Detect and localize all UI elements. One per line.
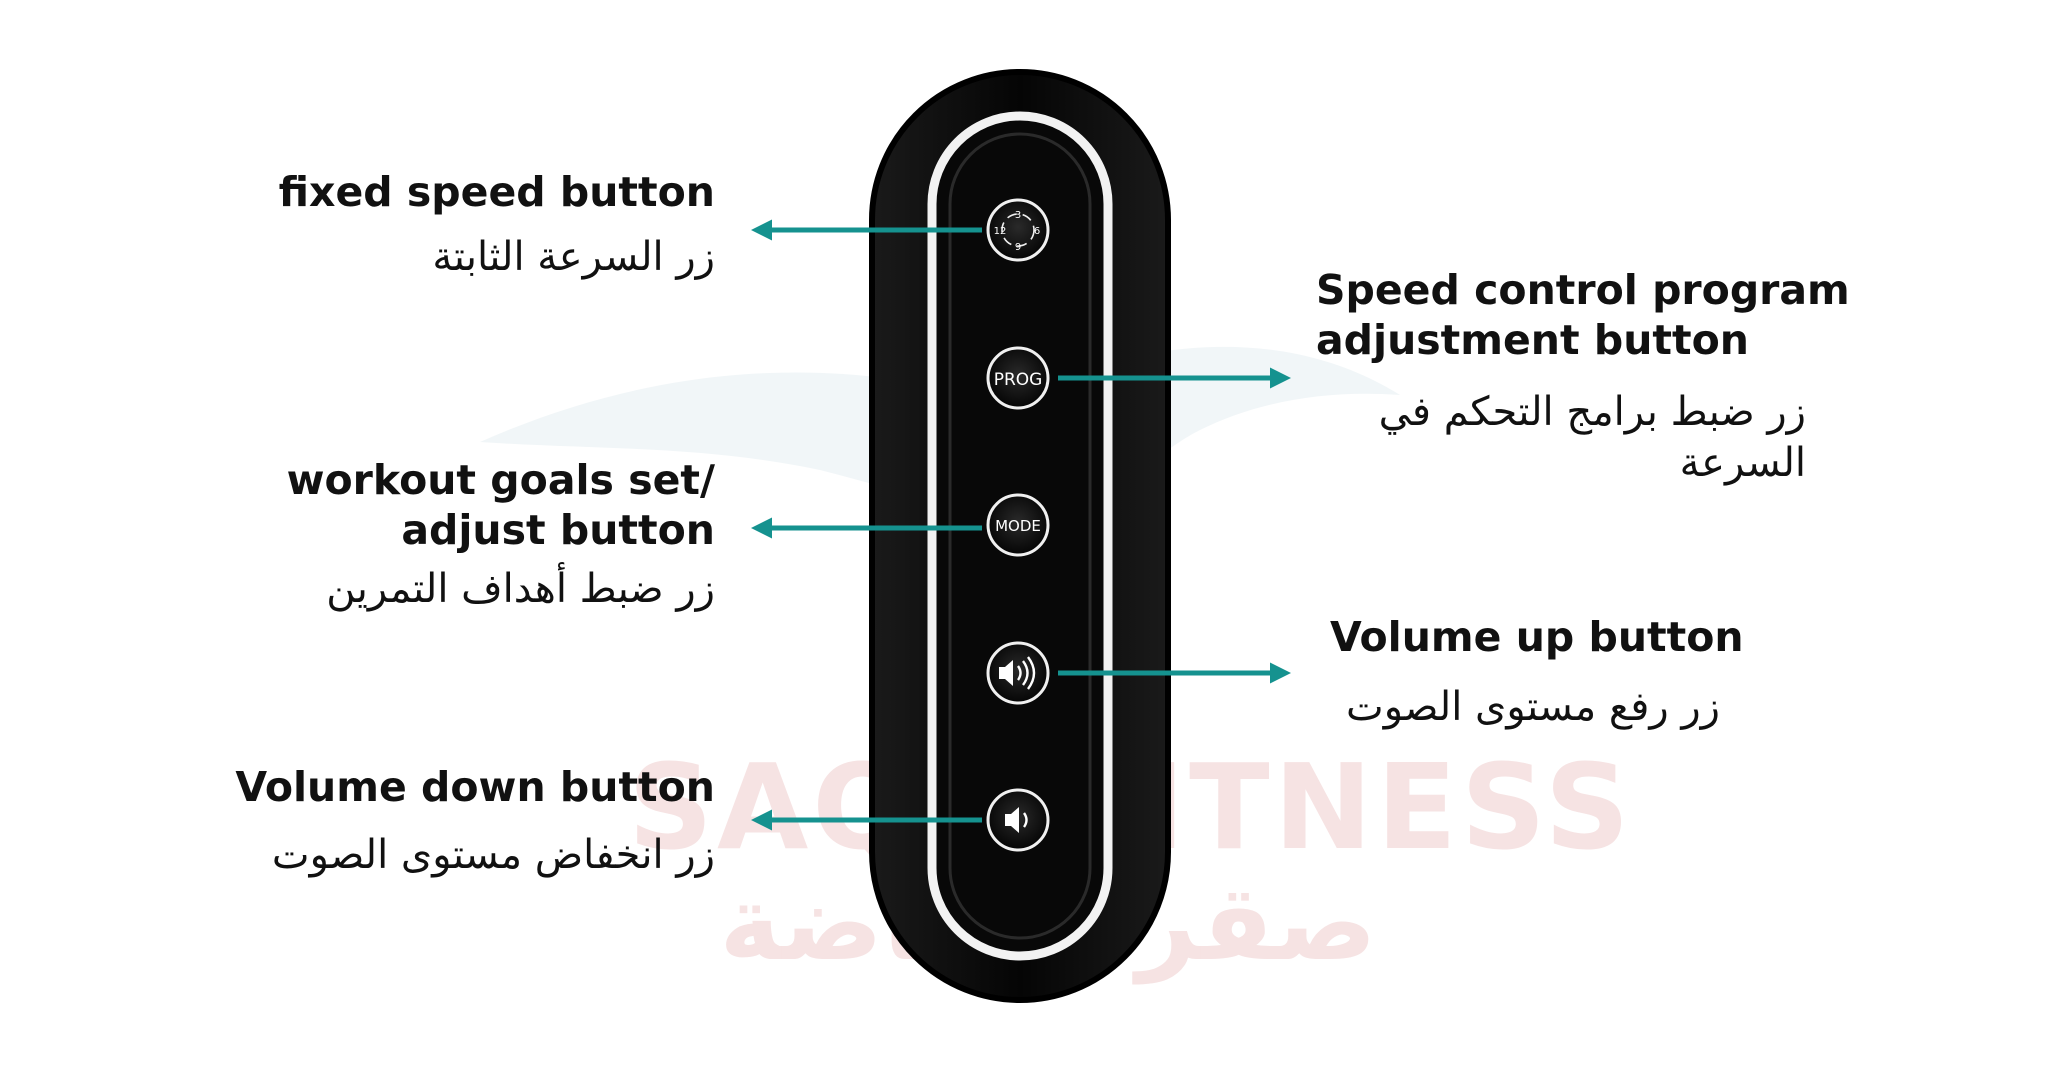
speed-program-label-ar-line2: السرعة <box>1679 440 1806 486</box>
volume-down-label-en: Volume down button <box>235 763 715 811</box>
volume-up-label-en: Volume up button <box>1330 613 1744 661</box>
mode-button[interactable]: MODE <box>986 493 1050 557</box>
volume-up-button[interactable] <box>986 641 1050 705</box>
volume-up-label-ar: زر رفع مستوى الصوت <box>1346 684 1720 730</box>
workout-goals-label-en-line1: workout goals set/ <box>286 456 715 504</box>
workout-goals-label-ar: زر ضبط أهداف التمرين <box>326 566 715 612</box>
speaker-icon <box>1005 807 1028 833</box>
speed-program-label-en-line1: Speed control program <box>1316 266 1850 314</box>
prog-button[interactable]: PROG <box>986 346 1050 410</box>
fixed-speed-button[interactable]: 3 6 9 12 <box>986 198 1050 262</box>
fixed-speed-label-ar: زر السرعة الثابتة <box>432 234 715 280</box>
volume-down-button[interactable] <box>986 788 1050 852</box>
clock-3-label: 3 <box>1015 210 1021 221</box>
speed-program-label-en-line2: adjustment button <box>1316 316 1749 364</box>
speed-program-label-ar-line1: زر ضبط برامج التحكم في <box>1378 389 1806 435</box>
mode-button-label: MODE <box>995 517 1041 535</box>
clock-9-label: 9 <box>1015 242 1021 253</box>
prog-button-label: PROG <box>994 370 1043 390</box>
clock-6-label: 6 <box>1034 226 1040 237</box>
volume-down-label-ar: زر انخفاض مستوى الصوت <box>271 832 715 878</box>
fixed-speed-label-en: fixed speed button <box>278 168 715 216</box>
speaker-waves-icon <box>999 656 1036 690</box>
workout-goals-label-en-line2: adjust button <box>401 506 715 554</box>
clock-12-label: 12 <box>994 226 1007 237</box>
